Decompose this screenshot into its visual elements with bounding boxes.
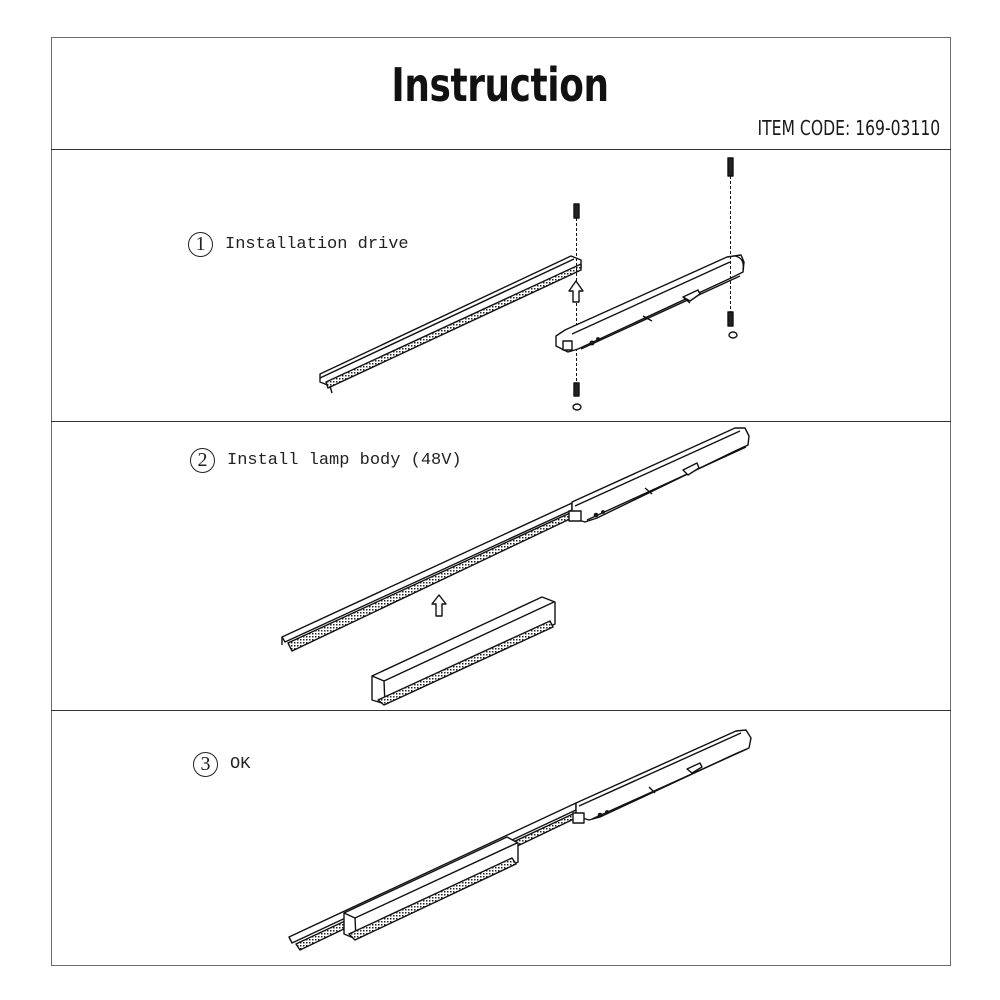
item-code: ITEM CODE: 169-03110 (757, 116, 940, 140)
step-label: OK (230, 755, 251, 774)
step-1: 1 Installation drive (188, 232, 409, 257)
screw-icon (728, 158, 737, 338)
lamp-body-icon (344, 837, 518, 940)
lamp-body-icon (372, 597, 555, 705)
step-1-illustration (320, 158, 744, 410)
up-arrow-icon (569, 281, 583, 302)
header-divider (51, 149, 951, 150)
driver-housing-icon (569, 428, 749, 522)
document-frame (51, 37, 951, 966)
screw-icon (573, 204, 581, 410)
driver-housing-icon (556, 255, 744, 352)
step-divider-2 (51, 710, 951, 711)
step-2: 2 Install lamp body (48V) (190, 448, 462, 473)
step-number-badge: 2 (190, 448, 215, 473)
step-3: 3 OK (193, 752, 250, 777)
track-rail-icon (320, 256, 581, 393)
step-2-illustration (282, 428, 749, 705)
track-rail-icon (282, 503, 574, 651)
driver-housing-icon (573, 730, 751, 823)
step-label: Installation drive (225, 235, 409, 254)
step-3-illustration (289, 730, 751, 950)
step-divider-1 (51, 421, 951, 422)
page-title: Instruction (391, 58, 609, 112)
up-arrow-icon (432, 595, 446, 616)
step-number-badge: 3 (193, 752, 218, 777)
step-number-badge: 1 (188, 232, 213, 257)
step-label: Install lamp body (48V) (227, 451, 462, 470)
